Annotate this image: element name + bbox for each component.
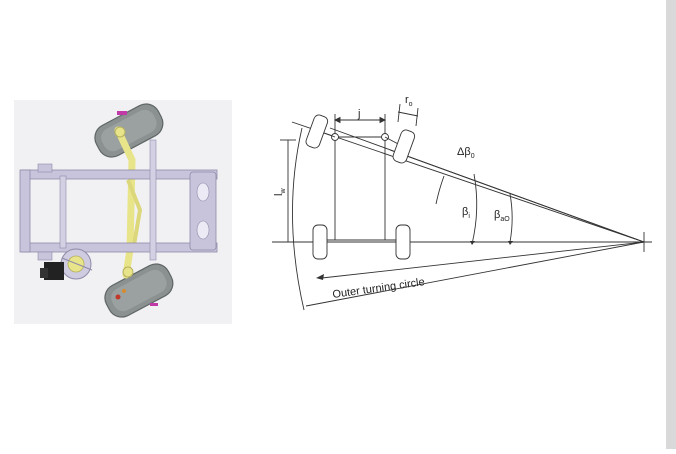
- ray-outer-arrow: [321, 241, 645, 279]
- svg-text:lw: lw: [273, 188, 287, 196]
- label-beta-ao: βaO: [494, 209, 510, 223]
- arc-beta-ao: [509, 193, 513, 243]
- frame-front-member: [189, 171, 217, 251]
- scrub-radius-line: [397, 111, 419, 117]
- ray-inner-wheel: [389, 149, 645, 243]
- outer-circle-arrowhead: [316, 274, 324, 280]
- axle-yellow: [114, 126, 136, 279]
- outer-turning-circle-arc: [292, 127, 305, 311]
- arc-beta-i: [471, 173, 478, 245]
- label-lw: lw: [273, 188, 287, 196]
- ray-outer-circle: [305, 241, 645, 307]
- label-outer-turning-circle: Outer turning circle: [332, 276, 426, 301]
- steering-link: [126, 179, 143, 246]
- frame-rear-crossmember: [19, 169, 31, 253]
- steering-geometry-diagram: [272, 103, 652, 311]
- label-delta-beta: Δβ0: [457, 146, 475, 160]
- magenta-accent-top: [117, 111, 127, 115]
- rear-right-wheel: [395, 224, 411, 260]
- label-j: j: [357, 108, 360, 120]
- svg-text:Outer turning circle: Outer turning circle: [332, 276, 426, 301]
- gearbox-dark-part: [44, 262, 64, 280]
- front-right-wheel: [392, 129, 416, 164]
- front-left-wheel: [305, 114, 329, 149]
- magenta-accent-bottom: [150, 303, 158, 306]
- ray-outer-wheel: [291, 121, 645, 243]
- rear-left-wheel: [312, 224, 328, 260]
- upper-front-tire: [94, 103, 164, 158]
- frame-rail-lower: [21, 242, 218, 253]
- red-accent: [115, 294, 121, 300]
- chassis-render: [14, 100, 232, 324]
- label-beta-i: βi: [462, 206, 470, 220]
- label-r0: ro: [405, 94, 413, 108]
- arc-delta-beta: [435, 175, 445, 205]
- right-edge-bar: [666, 0, 676, 449]
